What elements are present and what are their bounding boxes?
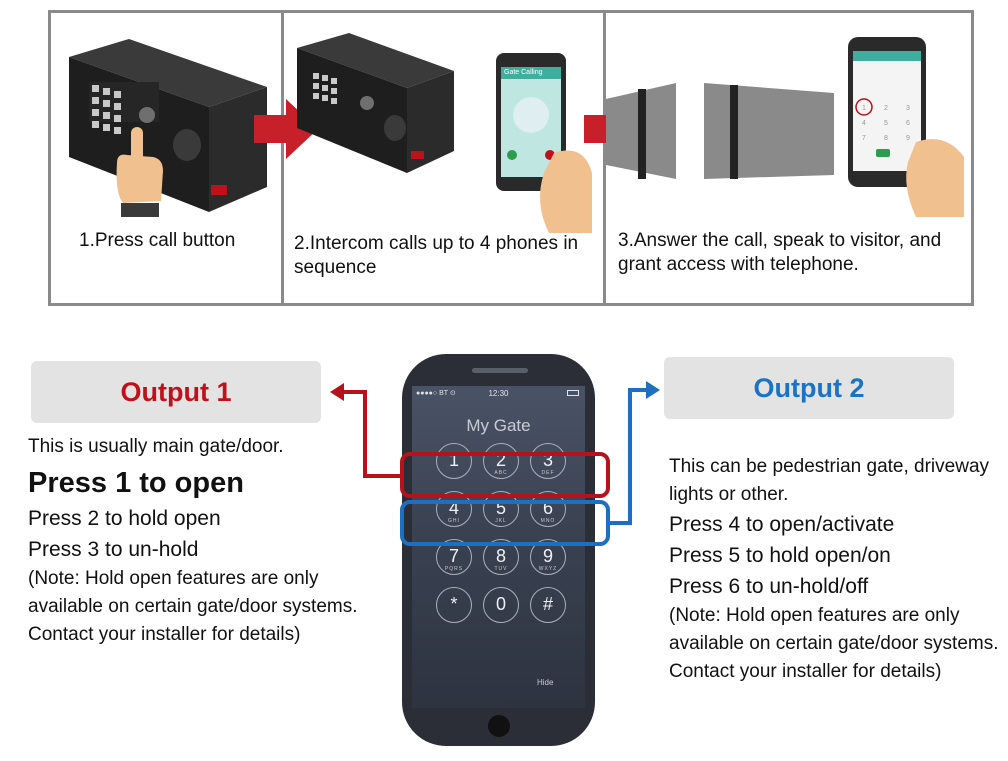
step-3-caption: 3.Answer the call, speak to visitor, and… [618,230,942,275]
key-letters: MNO [540,518,556,524]
key-digit: 3 [542,450,553,470]
svg-text:7: 7 [862,135,866,142]
key-digit: 2 [495,450,506,470]
key-letters: PQRS [444,566,464,572]
step-2-caption: 2.Intercom calls up to 4 phones in seque… [294,233,579,278]
output-2-title-box: Output 2 [664,357,954,419]
output-1-title-box: Output 1 [31,361,321,423]
key-digit: 0 [495,594,506,614]
key-digit: # [542,594,553,614]
gate-calling-label: Gate Calling [504,69,543,76]
contact-name: My Gate [466,416,531,435]
phone-speaker [472,368,528,373]
svg-text:6: 6 [906,120,910,127]
step-1-caption: 1.Press call button [79,230,236,251]
steps-frame: 1.Press call button [48,10,974,306]
step-3-panel: 1 2 3 4 5 6 7 8 9 3.Answer the call, speak to … [584,13,971,303]
output-1-desc: This is usually main gate/door. [28,436,284,457]
key-letters: WXYZ [538,566,558,572]
key-star[interactable]: * [436,587,472,623]
key-digit: 9 [542,546,553,566]
output-2-press-5: Press 5 to hold open/on [669,544,891,567]
key-0[interactable]: 0 [483,587,519,623]
gate-icon [606,83,834,179]
output-2-keys-highlight [400,500,610,546]
output-1-press-1: Press 1 to open [28,467,244,499]
key-hash[interactable]: # [530,587,566,623]
step-1-panel: 1.Press call button [51,13,281,303]
svg-text:3: 3 [906,105,910,112]
key-letters: ABC [494,470,508,476]
key-digit: * [450,594,458,614]
svg-text:2: 2 [884,105,888,112]
hide-button[interactable]: Hide [537,678,554,687]
intercom-panel-icon [297,33,454,173]
output-2-description: This can be pedestrian gate, driveway li… [669,453,1004,686]
key-digit: 5 [495,498,506,518]
output-1-arrowhead-icon [330,383,344,401]
output-2-note: (Note: Hold open features are only avail… [669,605,999,682]
key-digit: 4 [448,498,459,518]
output-1-description: This is usually main gate/door. Press 1 … [28,435,368,649]
output-2-press-4: Press 4 to open/activate [669,513,895,536]
clock-label: 12:30 [488,389,509,398]
key-letters: DEF [541,470,555,476]
output-2-connector-arrow [610,388,652,525]
key-letters: GHI [448,518,460,524]
svg-text:9: 9 [906,135,910,142]
smartphone-icon [496,53,592,233]
output-1-connector-arrow [336,390,400,478]
output-1-title: Output 1 [120,376,232,407]
output-1-keys-highlight [400,452,610,498]
hand-pointing-icon [116,127,163,217]
output-1-note: (Note: Hold open features are only avail… [28,568,358,645]
output-1-press-3: Press 3 to un-hold [28,538,199,561]
svg-text:5: 5 [884,120,888,127]
carrier-label: ●●●●○ BT ⊙ [416,390,456,397]
key-letters: JKL [495,518,507,524]
svg-text:8: 8 [884,135,888,142]
output-2-press-6: Press 6 to un-hold/off [669,575,869,598]
output-1-press-2: Press 2 to hold open [28,507,221,530]
key-letters: TUV [494,566,508,572]
key-digit: 8 [495,546,506,566]
key-1[interactable]: 1 [436,443,472,479]
key-digit: 7 [448,546,459,566]
svg-text:1: 1 [862,105,866,112]
step-2-panel: Gate Calling 2.Intercom calls up to 4 ph… [254,13,603,303]
home-button[interactable] [488,715,510,737]
key-digit: 1 [448,450,459,470]
smartphone-icon: 1 2 3 4 5 6 7 8 9 [848,37,964,217]
output-2-arrowhead-icon [646,381,660,399]
output-2-desc: This can be pedestrian gate, driveway li… [669,456,990,505]
key-digit: 6 [542,498,553,518]
svg-text:4: 4 [862,120,866,127]
battery-icon [567,390,579,396]
output-2-title: Output 2 [753,372,865,403]
